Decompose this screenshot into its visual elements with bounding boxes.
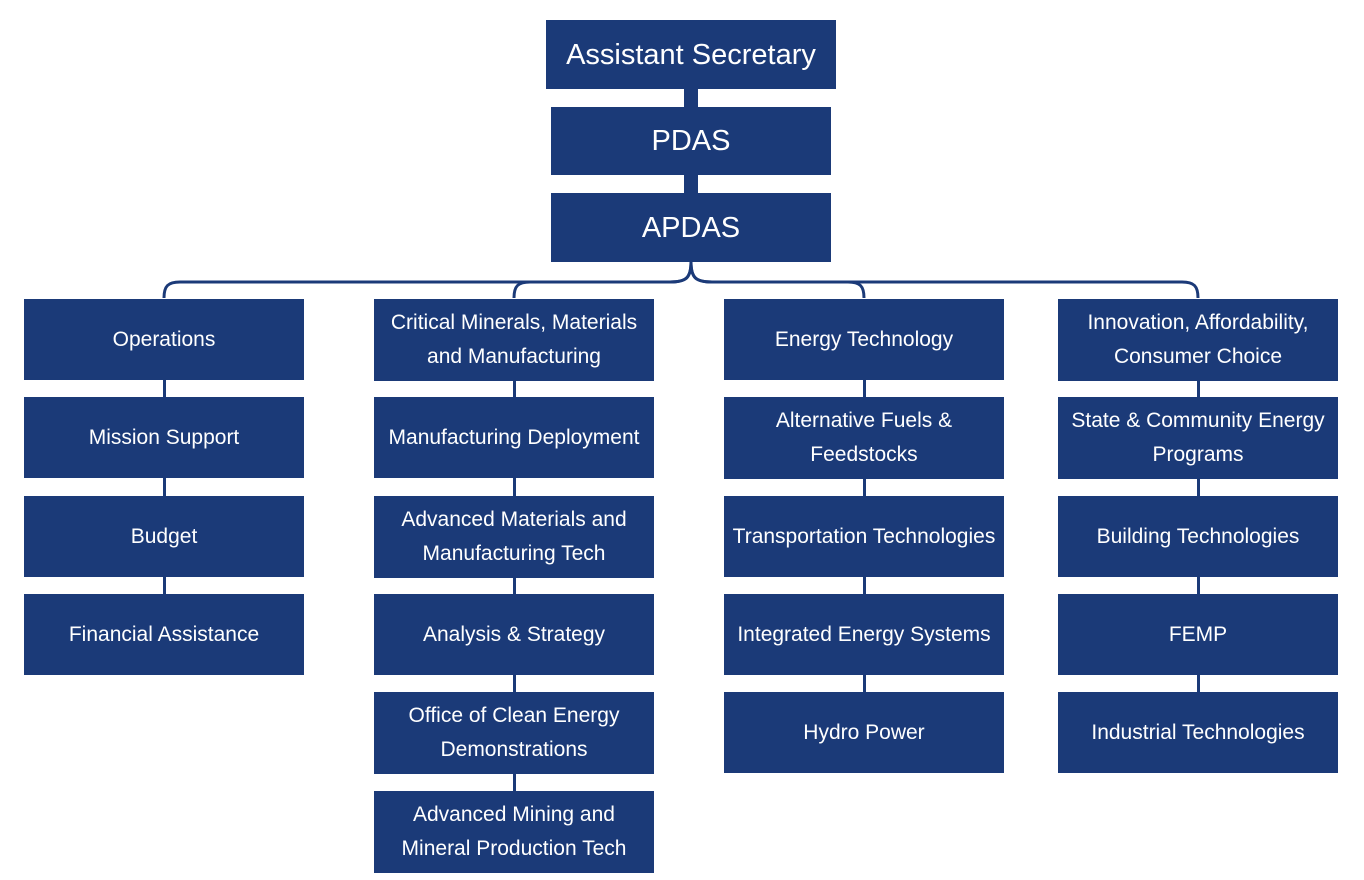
state-community-energy-label: State & Community Energy Programs — [1071, 409, 1325, 466]
financial-assistance-label: Financial Assistance — [68, 622, 260, 646]
advanced-materials-label: Advanced Materials and Manufacturing Tec… — [401, 508, 627, 565]
box-operations: Operations — [24, 299, 304, 380]
box-state-community-energy: State & Community Energy Programs — [1058, 397, 1338, 479]
clean-energy-demonstrations-label: Office of Clean Energy Demonstrations — [408, 704, 620, 761]
box-energy-technology: Energy Technology — [724, 299, 1004, 380]
box-integrated-energy-systems: Integrated Energy Systems — [724, 594, 1004, 675]
box-pdas: PDAS — [551, 107, 831, 175]
budget-label: Budget — [130, 524, 198, 548]
pdas-label: PDAS — [651, 125, 731, 157]
industrial-technologies-label: Industrial Technologies — [1091, 720, 1305, 744]
branch-line-mid-right — [689, 261, 866, 299]
box-advanced-materials: Advanced Materials and Manufacturing Tec… — [374, 496, 654, 578]
critical-minerals-label: Critical Minerals, Materials and Manufac… — [390, 311, 638, 368]
box-advanced-mining: Advanced Mining and Mineral Production T… — [374, 791, 654, 873]
box-analysis-strategy: Analysis & Strategy — [374, 594, 654, 675]
operations-label: Operations — [112, 327, 216, 351]
box-critical-minerals: Critical Minerals, Materials and Manufac… — [374, 299, 654, 381]
box-manufacturing-deployment: Manufacturing Deployment — [374, 397, 654, 478]
building-technologies-label: Building Technologies — [1096, 524, 1300, 548]
box-building-technologies: Building Technologies — [1058, 496, 1338, 577]
box-financial-assistance: Financial Assistance — [24, 594, 304, 675]
box-femp: FEMP — [1058, 594, 1338, 675]
transportation-technologies-label: Transportation Technologies — [732, 524, 996, 548]
mission-support-label: Mission Support — [88, 425, 240, 449]
link-assistant-to-pdas — [684, 89, 698, 108]
box-clean-energy-demonstrations: Office of Clean Energy Demonstrations — [374, 692, 654, 774]
box-hydro-power: Hydro Power — [724, 692, 1004, 773]
box-alternative-fuels: Alternative Fuels & Feedstocks — [724, 397, 1004, 479]
column-operations-spine — [163, 380, 166, 595]
box-assistant-secretary: Assistant Secretary — [546, 20, 836, 89]
box-industrial-technologies: Industrial Technologies — [1058, 692, 1338, 773]
innovation-affordability-label: Innovation, Affordability, Consumer Choi… — [1087, 311, 1309, 368]
box-transportation-technologies: Transportation Technologies — [724, 496, 1004, 577]
advanced-mining-label: Advanced Mining and Mineral Production T… — [401, 803, 627, 860]
box-mission-support: Mission Support — [24, 397, 304, 478]
branch-line-right — [689, 261, 1200, 299]
branch-line-left — [162, 261, 693, 299]
box-budget: Budget — [24, 496, 304, 577]
box-apdas: APDAS — [551, 193, 831, 262]
apdas-label: APDAS — [641, 211, 741, 244]
column-cmmm-spine — [513, 380, 516, 792]
link-pdas-to-apdas — [684, 175, 698, 194]
branch-line-mid-left — [512, 261, 693, 299]
hydro-power-label: Hydro Power — [803, 720, 925, 744]
energy-technology-label: Energy Technology — [774, 327, 954, 351]
integrated-energy-systems-label: Integrated Energy Systems — [737, 622, 991, 646]
assistant-secretary-label: Assistant Secretary — [566, 38, 816, 71]
femp-label: FEMP — [1168, 622, 1228, 646]
analysis-strategy-label: Analysis & Strategy — [422, 622, 606, 646]
manufacturing-deployment-label: Manufacturing Deployment — [388, 425, 640, 449]
alternative-fuels-label: Alternative Fuels & Feedstocks — [775, 409, 953, 466]
box-innovation-affordability: Innovation, Affordability, Consumer Choi… — [1058, 299, 1338, 381]
